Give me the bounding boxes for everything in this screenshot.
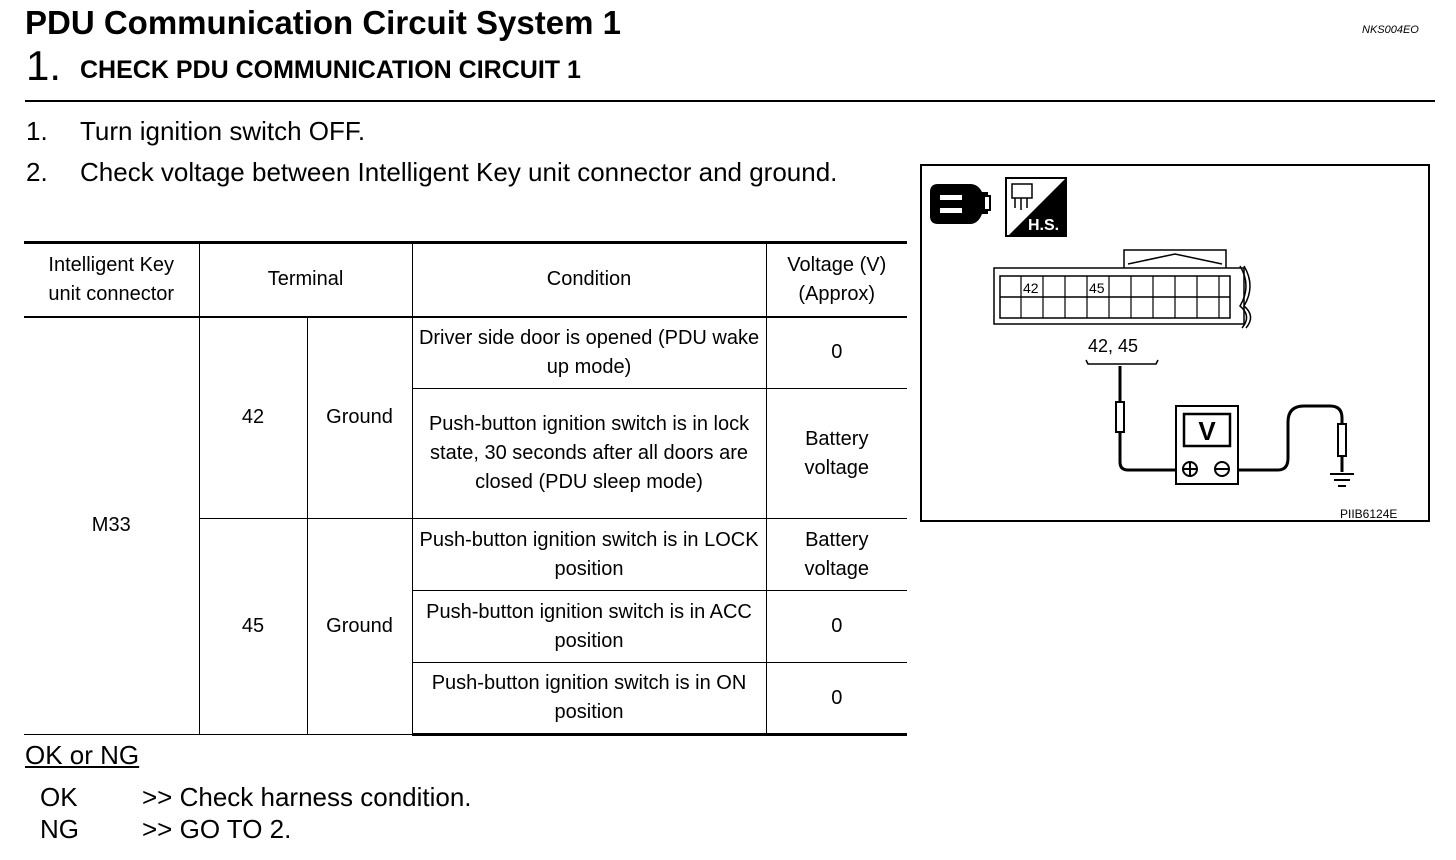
plus-terminal-icon: [1182, 461, 1198, 477]
voltage-cell: 0: [765, 662, 908, 736]
connector-icon: [930, 184, 991, 224]
condition-cell: Driver side door is opened (PDU wake up …: [411, 316, 767, 389]
step-title: CHECK PDU COMMUNICATION CIRCUIT 1: [80, 56, 581, 84]
pin-42-label: 42: [1023, 280, 1039, 296]
ng-action-text: >> GO TO 2.: [142, 814, 292, 844]
ground-42-cell: Ground: [306, 316, 413, 519]
ground-icon: [1330, 473, 1354, 487]
hs-label: H.S.: [1028, 217, 1059, 234]
header-voltage-line1: Voltage (V): [787, 253, 887, 276]
ok-action-text: >> Check harness condition.: [142, 782, 472, 812]
ok-label: OK: [40, 782, 78, 812]
connector-cells: [1020, 276, 1220, 318]
header-voltage: Voltage (V) (Approx): [765, 241, 908, 318]
pin-45-label: 45: [1089, 280, 1105, 296]
condition-cell: Push-button ignition switch is in LOCK p…: [411, 518, 767, 591]
terminal-45-cell: 45: [199, 518, 308, 735]
header-connector: Intelligent Key unit connector: [24, 241, 200, 318]
table-header-row: Intelligent Key unit connector Terminal …: [24, 241, 908, 318]
connector-diagram: H.S. 42 45 42, 45: [920, 164, 1430, 522]
diagram-svg: H.S. 42 45 42, 45: [930, 177, 1397, 520]
instruction-2-text: Check voltage between Intelligent Key un…: [80, 157, 838, 187]
voltage-spec-table: Intelligent Key unit connector Terminal …: [24, 241, 908, 736]
page-title: PDU Communication Circuit System 1: [25, 4, 621, 41]
header-divider: [25, 100, 1435, 102]
table-row: Push-button ignition switch is in lock s…: [24, 388, 908, 519]
terminal-42-cell: 42: [198, 316, 308, 519]
condition-cell: Push-button ignition switch is in lock s…: [412, 388, 767, 519]
header-connector-line2: unit connector: [48, 282, 175, 305]
document-id: NKS004EO: [1362, 24, 1419, 36]
header-terminal: Terminal: [198, 241, 413, 318]
header-voltage-line2: (Approx): [798, 282, 876, 305]
probe-positive: [1115, 401, 1125, 433]
step-number: 1.: [26, 42, 62, 89]
ground-45-cell: Ground: [306, 518, 413, 735]
probe-negative: [1337, 423, 1347, 457]
voltage-cell: 0: [765, 590, 908, 663]
voltage-cell: 0: [765, 316, 908, 389]
voltage-cell: Battery voltage: [765, 388, 908, 519]
connector-cell: M33: [24, 316, 200, 735]
instruction-1-text: Turn ignition switch OFF.: [80, 116, 366, 146]
instruction-1-number: 1.: [26, 116, 48, 146]
table-row: 45 Ground Push-button ignition switch is…: [24, 518, 908, 735]
ng-label: NG: [40, 814, 79, 844]
table-row: Push-button ignition switch is in ACC po…: [24, 590, 908, 663]
probe-terminal-label: 42, 45: [1088, 336, 1138, 356]
minus-terminal-icon: [1214, 461, 1230, 477]
condition-cell: Push-button ignition switch is in ON pos…: [412, 662, 767, 736]
table-row: M33 42 Ground Driver side door is opened…: [24, 316, 908, 735]
probe-bracket: [1085, 359, 1159, 365]
figure-id: PIIB6124E: [1340, 507, 1397, 520]
connector-body: [993, 249, 1252, 329]
harness-side-icon: H.S.: [1005, 177, 1067, 237]
voltmeter-label: V: [1198, 416, 1216, 446]
header-connector-line1: Intelligent Key: [48, 253, 175, 276]
table-row: Push-button ignition switch is in ON pos…: [24, 662, 908, 736]
condition-cell: Push-button ignition switch is in ACC po…: [412, 590, 767, 663]
test-leads: [1118, 366, 1344, 472]
voltage-cell: Battery voltage: [765, 518, 908, 591]
instruction-2-number: 2.: [26, 157, 48, 187]
voltmeter: V: [1175, 405, 1239, 485]
result-heading: OK or NG: [25, 740, 140, 770]
header-condition: Condition: [411, 241, 767, 318]
